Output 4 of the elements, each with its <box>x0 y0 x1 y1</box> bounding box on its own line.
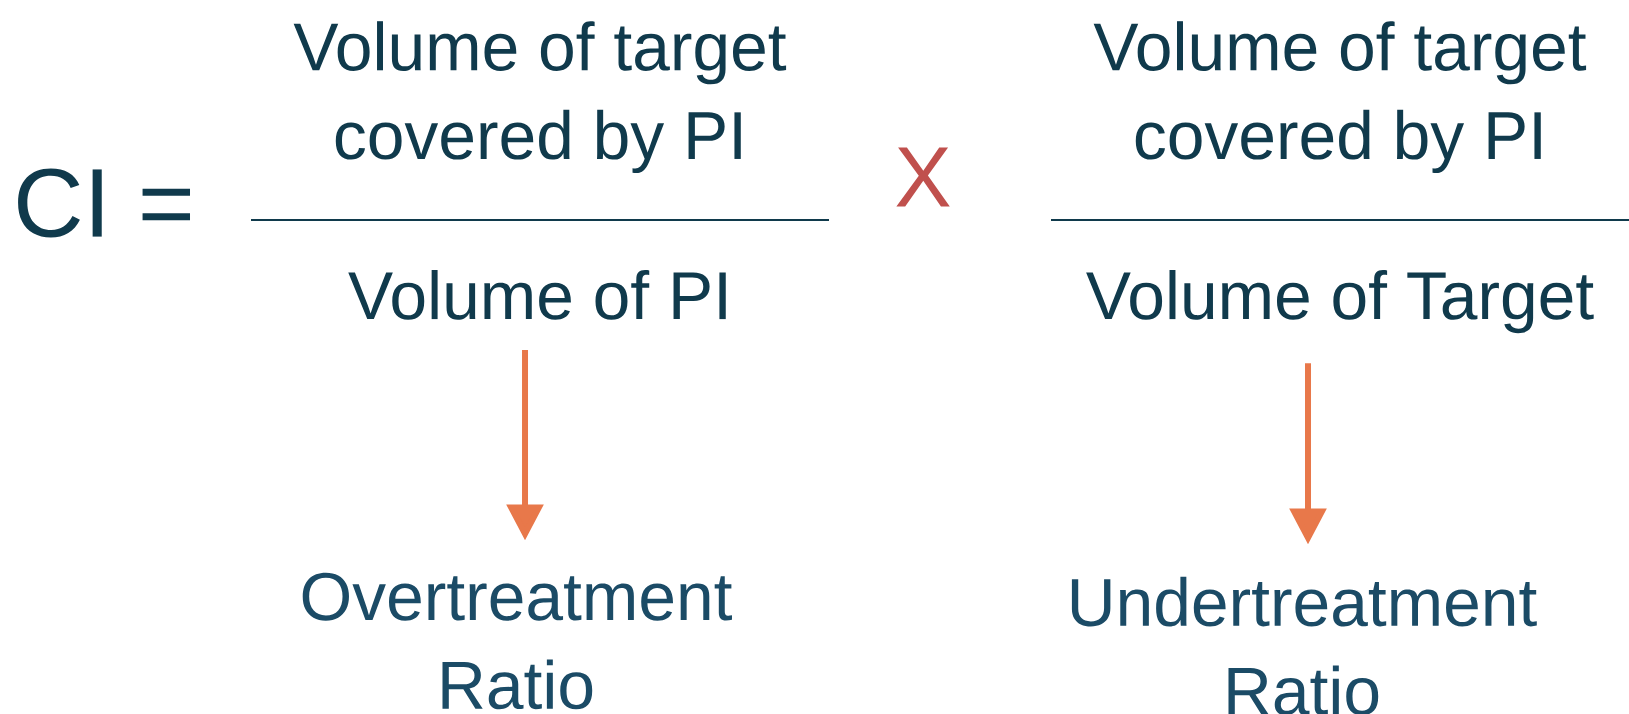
multiply-sign: X <box>896 147 950 207</box>
result-text: Overtreatment Ratio <box>302 572 732 710</box>
fraction: Volume of target covered by PI Volume of PI <box>250 21 830 320</box>
fraction: Volume of target covered by PI Volume of Target <box>1050 21 1629 334</box>
